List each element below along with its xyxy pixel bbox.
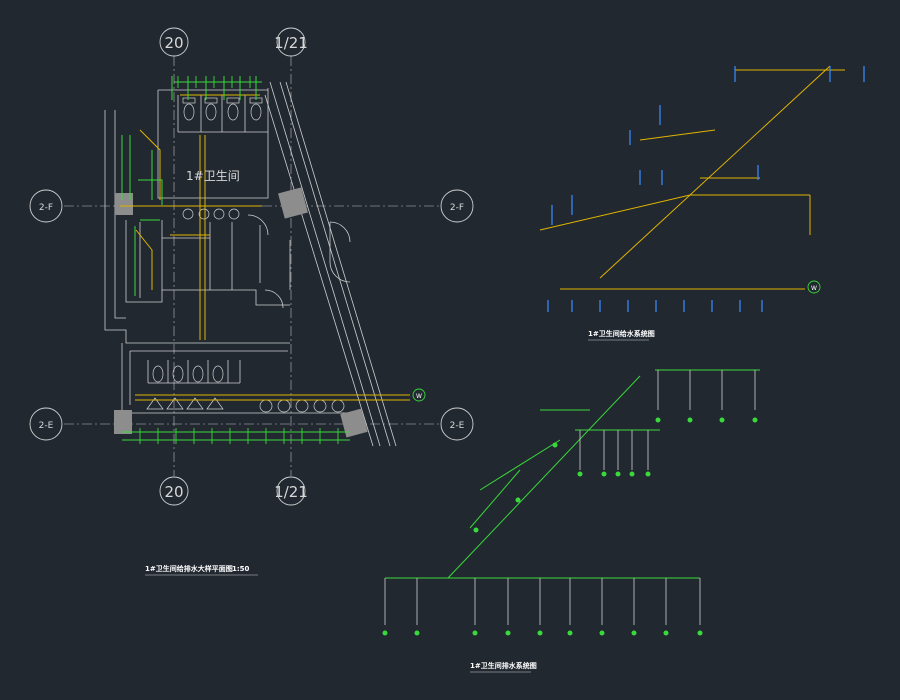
plan-outlet-symbols: W — [412, 388, 426, 402]
svg-text:1#卫生间排水系统图: 1#卫生间排水系统图 — [470, 661, 537, 670]
axis-label: 20 — [164, 483, 183, 501]
axis-label: 1/21 — [274, 483, 308, 501]
axis-bubble-1-21-top: 1/21 — [274, 27, 308, 57]
plan-title: 1#卫生间给排水大样平面图 1:50 — [145, 564, 258, 576]
axis-label: 1/21 — [274, 34, 308, 52]
drain-system-diagram: 1#卫生间排水系统图 — [382, 369, 760, 673]
structural-columns — [114, 187, 368, 438]
supply-title: 1#卫生间给水系统图 — [588, 329, 655, 341]
room-label: 1#卫生间 — [186, 169, 240, 183]
axis-label: 2-E — [39, 421, 54, 431]
axis-bubble-20-bottom: 20 — [159, 476, 189, 506]
drain-title: 1#卫生间排水系统图 — [470, 661, 537, 673]
axis-bubble-1-21-bottom: 1/21 — [274, 476, 308, 506]
svg-text:W: W — [416, 393, 422, 400]
svg-text:1:50: 1:50 — [232, 565, 250, 573]
axis-bubble-2f-right: 2-F — [440, 189, 474, 223]
axis-label: 2-F — [39, 203, 53, 213]
plan-drain-pipes — [121, 76, 350, 441]
supply-system-diagram: W 1#卫生间给水系统图 — [539, 65, 865, 341]
axis-label: 20 — [164, 34, 183, 52]
svg-text:1#卫生间给水系统图: 1#卫生间给水系统图 — [588, 329, 655, 338]
plan-walls — [104, 81, 397, 447]
axis-bubble-2f-left: 2-F — [29, 189, 63, 223]
axis-bubble-20-top: 20 — [159, 27, 189, 57]
plan-supply-pipes — [120, 94, 410, 401]
axis-label: 2-E — [450, 421, 465, 431]
axis-label: 2-F — [450, 203, 464, 213]
plumbing-fixtures — [146, 97, 345, 413]
svg-text:1#卫生间给排水大样平面图: 1#卫生间给排水大样平面图 — [145, 564, 233, 573]
svg-text:W: W — [811, 285, 817, 292]
axis-bubble-2e-left: 2-E — [29, 407, 63, 441]
axis-bubble-2e-right: 2-E — [440, 407, 474, 441]
plan-dimension-ticks — [139, 76, 339, 444]
